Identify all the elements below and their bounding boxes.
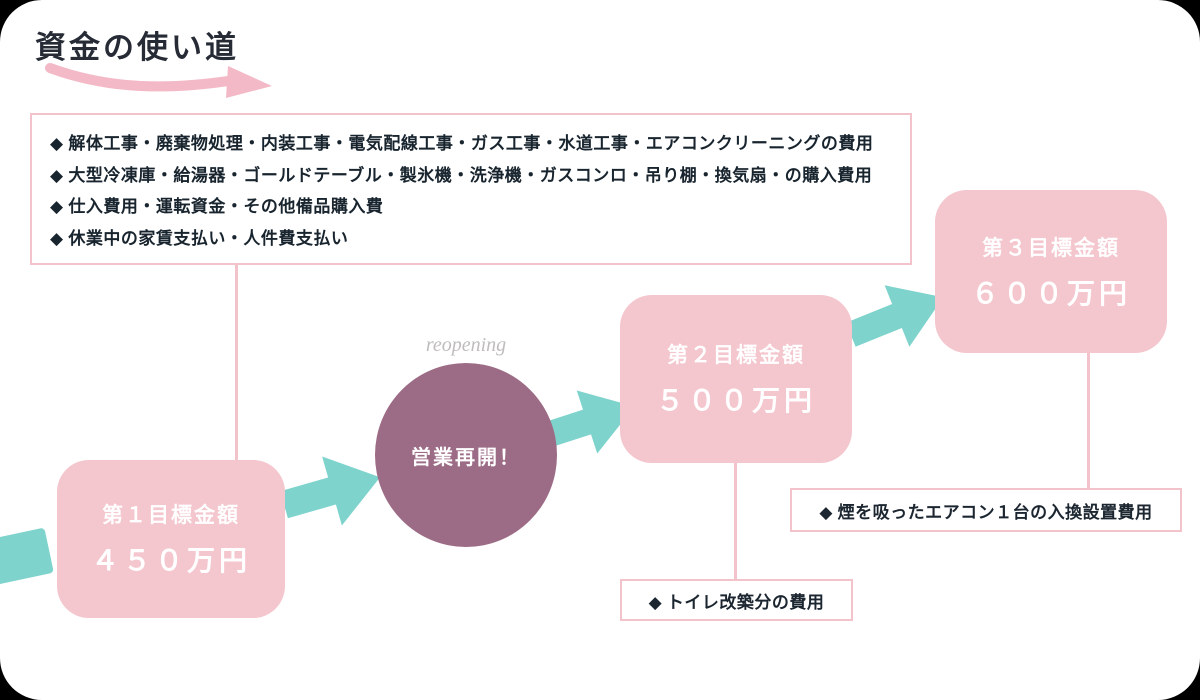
goal-box-1: 第１目標金額 ４５０万円 <box>57 460 285 618</box>
reopening-circle: 営業再開！ <box>375 363 557 547</box>
funds-line: ◆ 休業中の家賃支払い・人件費支払い <box>50 228 349 248</box>
goal-2-amount: ５００万円 <box>655 386 816 417</box>
reopening-circle-label: 営業再開！ <box>411 446 521 469</box>
funds-line: ◆ 仕入費用・運転資金・その他備品購入費 <box>50 197 384 217</box>
connector-line-goal2-to-note1 <box>734 461 737 582</box>
title-underline-arrow-icon <box>40 54 275 106</box>
note-toilet-text: ◆ トイレ改築分の費用 <box>648 592 825 612</box>
funds-breakdown-box: ◆ 解体工事・廃棄物処理・内装工事・電気配線工事・ガス工事・水道工事・エアコンク… <box>30 113 912 265</box>
goal-2-label: 第２目標金額 <box>667 343 805 367</box>
page-title: 資金の使い道 <box>35 30 239 65</box>
connector-line-goal3-to-note2 <box>1087 351 1090 492</box>
funds-line: ◆ 解体工事・廃棄物処理・内装工事・電気配線工事・ガス工事・水道工事・エアコンク… <box>50 134 874 154</box>
connector-line-funds-to-goal1 <box>235 263 238 463</box>
circle-script-text: reopening <box>425 334 507 356</box>
goal-3-label: 第３目標金額 <box>982 235 1120 260</box>
funds-line: ◆ 大型冷凍庫・給湯器・ゴールドテーブル・製氷機・洗浄機・ガスコンロ・吊り棚・換… <box>50 165 873 185</box>
note-box-toilet: ◆ トイレ改築分の費用 <box>620 579 853 621</box>
goal-3-amount: ６００万円 <box>970 278 1131 310</box>
goal-box-2: 第２目標金額 ５００万円 <box>620 295 852 463</box>
incoming-arrow-stub <box>0 527 54 591</box>
goal-1-label: 第１目標金額 <box>102 503 240 527</box>
note-box-aircon: ◆ 煙を吸ったエアコン１台の入換設置費用 <box>790 488 1182 532</box>
goal-box-3: 第３目標金額 ６００万円 <box>935 190 1167 353</box>
flow-arrow-goal1-to-circle-icon <box>273 440 391 543</box>
goal-1-amount: ４５０万円 <box>90 546 251 577</box>
note-aircon-text: ◆ 煙を吸ったエアコン１台の入換設置費用 <box>819 502 1153 522</box>
